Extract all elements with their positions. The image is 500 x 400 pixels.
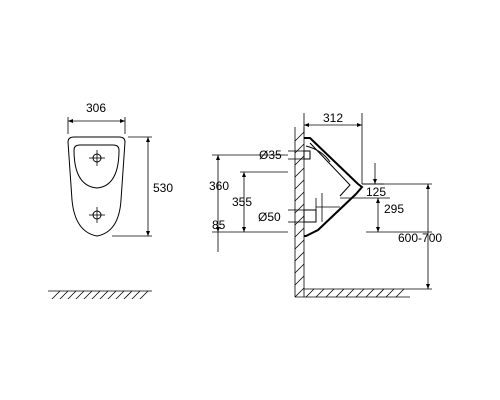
inlet-fitting (288, 150, 311, 160)
outlet-fitting (288, 193, 340, 223)
side-depth-label: 312 (323, 111, 343, 125)
side-depth-dimension: 312 (303, 111, 363, 184)
front-urinal-bowl (73, 144, 120, 189)
outlet-height-label: 355 (232, 195, 252, 209)
outlet-offset-label: 85 (212, 218, 226, 232)
wall (294, 127, 305, 298)
front-inlet-symbol (89, 150, 105, 166)
side-floor (295, 288, 410, 298)
inlet-height-label: 360 (209, 179, 229, 193)
inlet-height-dimension: 360 (209, 154, 288, 252)
rim-to-outlet-label: 295 (384, 202, 404, 216)
front-height-label: 530 (153, 181, 173, 195)
front-floor-hatching (51, 290, 149, 300)
outlet-diameter-label: Ø50 (258, 210, 281, 224)
mounting-height-dimension: 600-700 (362, 183, 442, 290)
front-urinal-body (67, 136, 126, 237)
front-width-label: 306 (86, 101, 106, 115)
front-width-dimension: 306 (67, 101, 126, 134)
front-outlet-symbol (89, 207, 105, 223)
rim-to-outlet-dimension: 295 (340, 197, 432, 233)
wall-hatching (294, 131, 305, 298)
front-view: 306 530 (48, 101, 173, 300)
front-height-dimension: 530 (112, 136, 173, 237)
rim-offset-label: 125 (366, 185, 386, 199)
side-view: 312 Ø35 360 355 Ø50 85 125 (209, 111, 442, 298)
side-urinal-body (304, 137, 364, 237)
outlet-height-dimension: 355 (232, 171, 288, 232)
rim-offset-dimension: 125 (362, 163, 386, 199)
front-floor (48, 290, 152, 300)
side-floor-hatching (305, 288, 405, 298)
mounting-height-label: 600-700 (398, 231, 442, 245)
